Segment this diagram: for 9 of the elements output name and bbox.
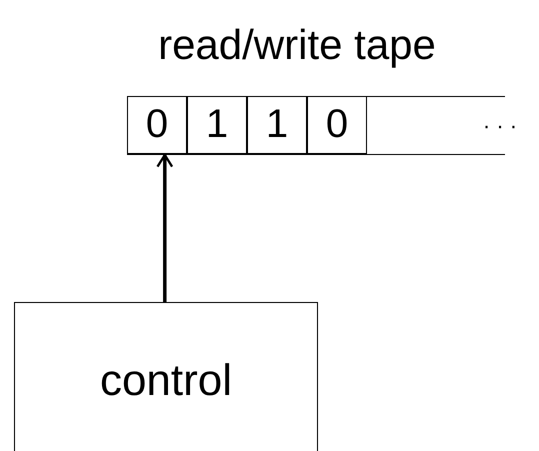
control-label: control	[98, 355, 234, 407]
tape-cell: 1	[247, 96, 307, 154]
tape-cell: 0	[127, 96, 187, 154]
arrow	[156, 154, 174, 302]
tape-title: read/write tape	[157, 20, 437, 70]
control-box	[14, 302, 318, 451]
ellipsis-label: · · ·	[482, 112, 518, 140]
tape-cell: 1	[187, 96, 247, 154]
tape-cell: 0	[307, 96, 367, 154]
